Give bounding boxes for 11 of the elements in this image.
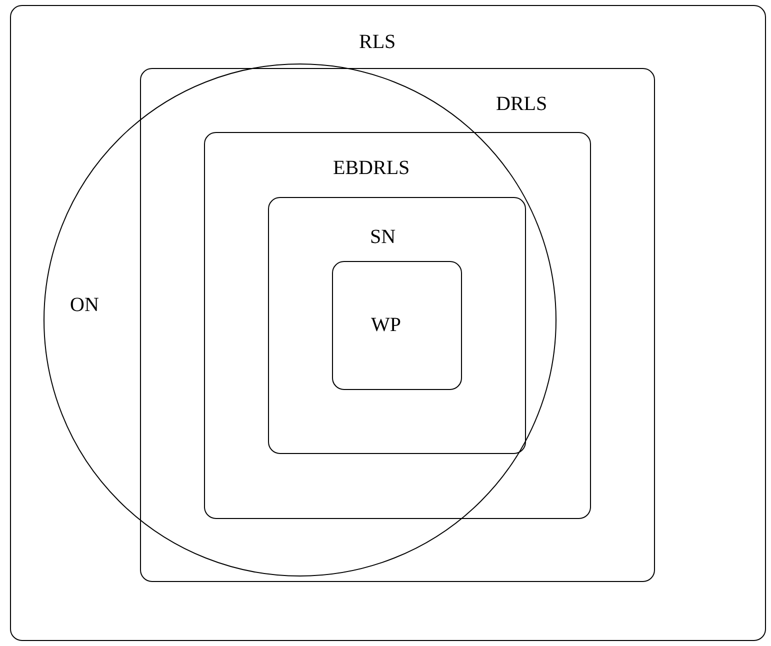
outer-set-box xyxy=(10,5,766,641)
set-label: ON xyxy=(70,294,99,316)
set-label: RLS xyxy=(359,31,396,53)
set-box xyxy=(204,132,591,519)
set-label: SN xyxy=(370,226,396,248)
set-box xyxy=(268,197,526,454)
set-label: EBDRLS xyxy=(333,157,410,179)
set-label: DRLS xyxy=(496,93,548,115)
set-box xyxy=(332,261,462,390)
set-label: WP xyxy=(371,314,401,336)
set-box xyxy=(140,68,655,582)
